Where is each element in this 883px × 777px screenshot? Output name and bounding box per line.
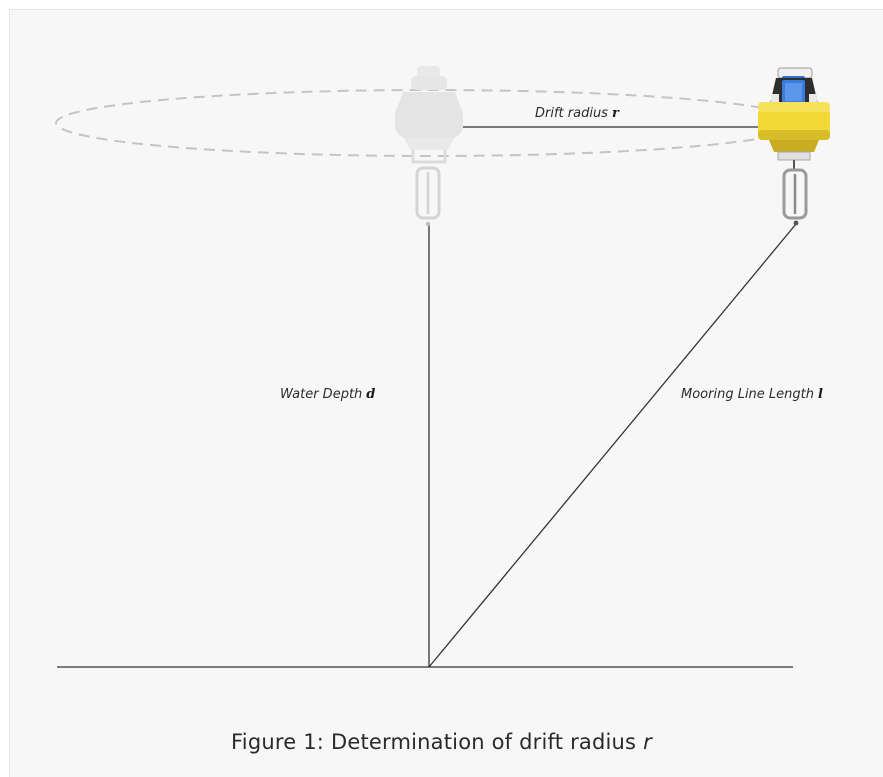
ghost-buoy-icon bbox=[395, 66, 463, 227]
caption-var: r bbox=[643, 730, 652, 754]
figure-caption: Figure 1: Determination of drift radius … bbox=[0, 730, 883, 754]
buoy-icon bbox=[758, 67, 830, 226]
caption-text: Figure 1: Determination of drift radius bbox=[231, 730, 637, 754]
mooring-line bbox=[428, 223, 797, 668]
